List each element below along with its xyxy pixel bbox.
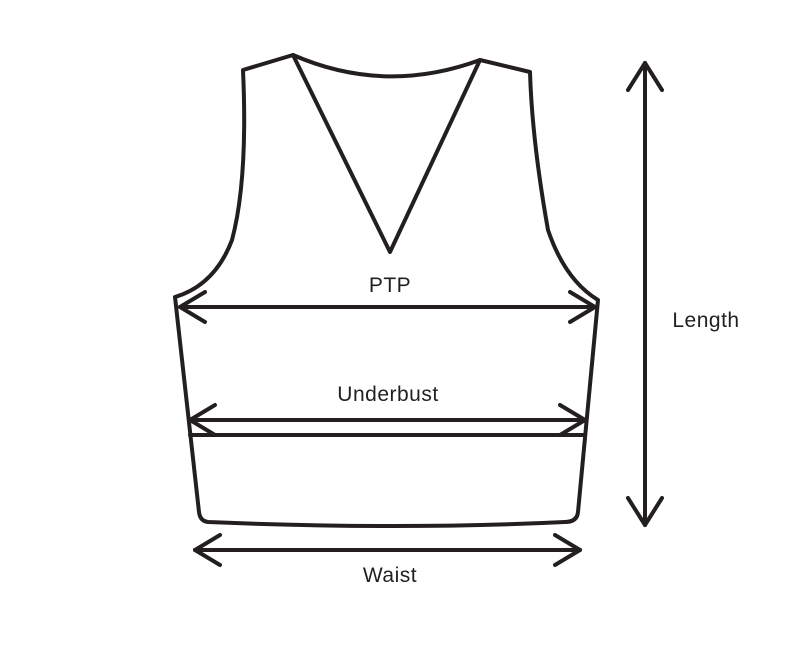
length-label: Length bbox=[672, 309, 740, 332]
waist-label: Waist bbox=[362, 564, 418, 587]
ptp-label: PTP bbox=[368, 274, 412, 297]
length-arrow bbox=[626, 61, 664, 527]
waist-arrow bbox=[193, 533, 582, 567]
underbust-label: Underbust bbox=[337, 383, 439, 406]
ptp-arrow bbox=[178, 290, 597, 324]
underbust-arrow bbox=[188, 403, 587, 437]
v-neckline bbox=[291, 53, 482, 254]
vest-outline bbox=[173, 53, 600, 528]
vest-body-outline bbox=[173, 53, 600, 528]
